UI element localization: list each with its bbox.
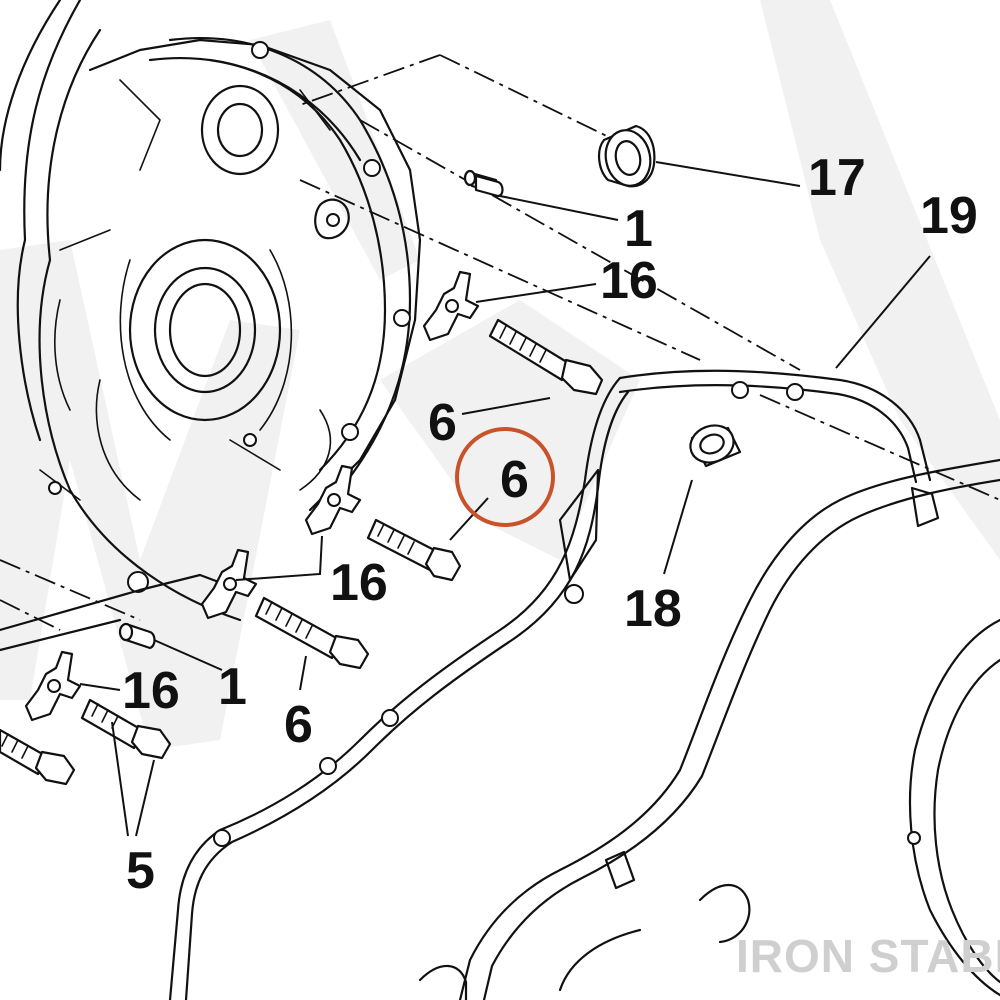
alignment-dash-lines [0, 54, 1000, 631]
callout-labels: 17 19 1 16 6 6 16 18 16 1 6 5 [122, 149, 978, 900]
callout-16-middle: 16 [330, 554, 388, 612]
clip-16-lower [200, 548, 258, 620]
callout-18: 18 [624, 580, 682, 638]
clip-16-middle [304, 464, 362, 536]
callout-leader-lines [79, 161, 931, 837]
callout-5: 5 [126, 842, 155, 900]
callout-19: 19 [920, 187, 978, 245]
dowel-pin-1-bottom [118, 622, 156, 650]
bolt-5-left [0, 728, 76, 786]
seal-17 [598, 124, 656, 188]
highlight-circle [455, 427, 555, 527]
bolt-6-lower [254, 596, 370, 670]
watermark-text: IRON STABLE [736, 930, 1000, 982]
bolt-6-highlighted [366, 518, 462, 582]
primary-cover [418, 458, 1000, 1000]
callout-16-top: 16 [600, 252, 658, 310]
callout-6-bottom: 6 [284, 696, 313, 754]
callout-1-top: 1 [624, 200, 653, 258]
sleeve-18 [689, 424, 742, 468]
bolt-6-top [488, 318, 604, 396]
primary-cover-gasket [168, 369, 932, 1000]
callout-16-bottom: 16 [122, 662, 180, 720]
dowel-pin-1-top [463, 169, 504, 198]
crankcase-outline [0, 0, 422, 652]
callout-1-bottom: 1 [218, 658, 247, 716]
clip-16-bottom [24, 650, 82, 722]
callout-6-left: 6 [428, 394, 457, 452]
callout-6-highlighted: 6 [500, 451, 529, 509]
callout-17: 17 [808, 149, 866, 207]
clip-16-top [422, 270, 480, 342]
